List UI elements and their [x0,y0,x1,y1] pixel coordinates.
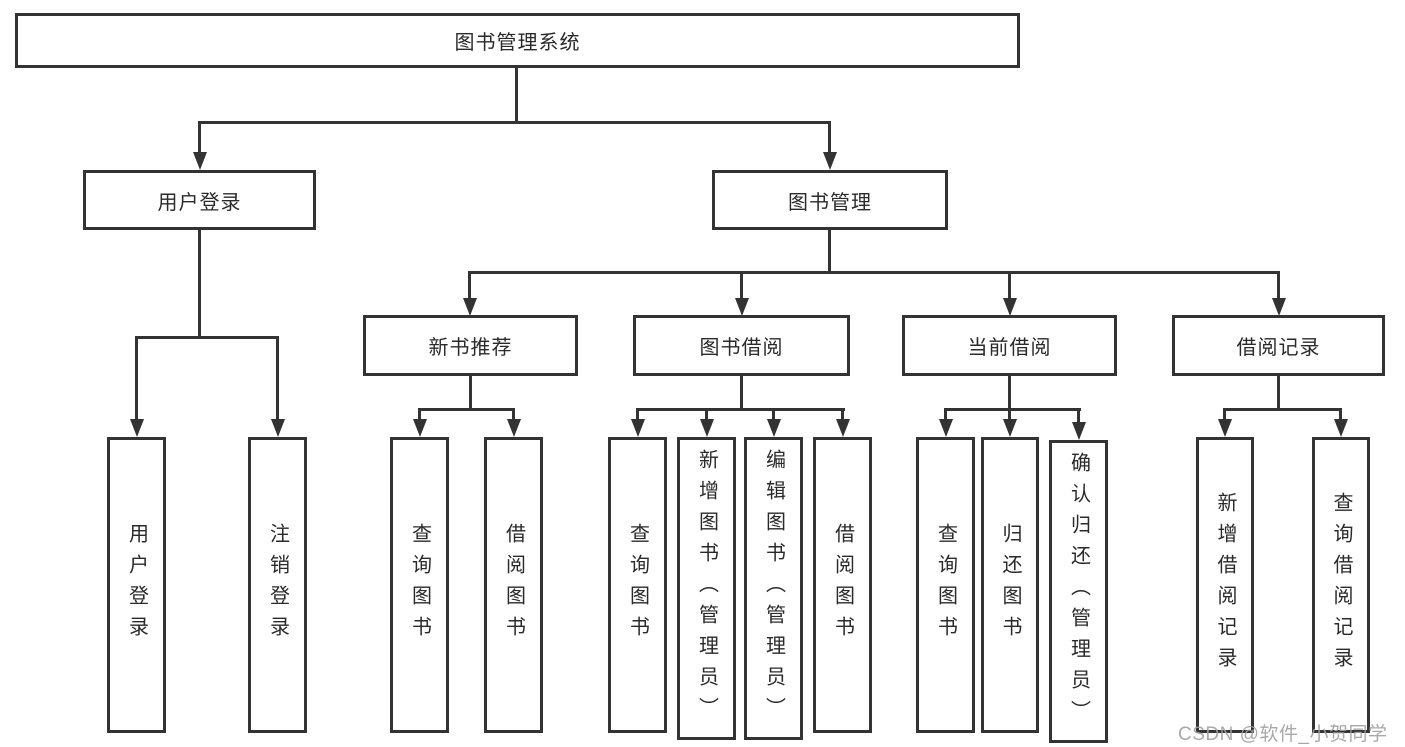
connector-user-login-stem [198,230,201,336]
node-new-book-rec: 新书推荐 [363,315,578,376]
arrow-down-icon [1272,298,1286,316]
connector-drop-leaf [1339,408,1342,421]
arrow-down-icon [939,419,953,437]
arrow-down-icon [1218,419,1232,437]
connector-borrow-records-rail [1223,408,1342,411]
leaf-edit-book-admin: 编辑图书（管理员） [744,437,803,740]
leaf-user-login: 用户登录 [107,437,166,733]
leaf-query-book-current: 查询图书 [916,437,975,733]
arrow-down-icon [507,419,521,437]
csdn-watermark: CSDN @软件_小贺同学 [1178,724,1388,745]
leaf-query-book-rec-label: 查询图书 [408,523,431,647]
node-user-login-label: 用户登录 [157,191,242,214]
connector-drop-user-login [198,121,201,154]
arrow-down-icon [767,419,781,437]
leaf-borrow-book: 借阅图书 [813,437,872,733]
arrow-down-icon [1072,422,1086,440]
arrow-down-icon [836,419,850,437]
node-root: 图书管理系统 [15,13,1020,68]
leaf-query-book-current-label: 查询图书 [934,523,957,647]
leaf-borrow-book-rec-label: 借阅图书 [502,523,525,647]
connector-new-book-rec-stem [469,376,472,409]
connector-drop-leaf [1008,408,1011,421]
leaf-add-borrow-record-label: 新增借阅记录 [1214,492,1236,678]
leaf-query-book-borrow-label: 查询图书 [626,523,649,647]
leaf-query-book-borrow: 查询图书 [608,437,667,733]
leaf-borrow-book-rec: 借阅图书 [484,437,543,733]
connector-drop-leaf [135,336,138,420]
arrow-down-icon [413,419,427,437]
connector-new-book-rec-rail [418,408,515,411]
node-new-book-rec-label: 新书推荐 [428,337,513,359]
connector-drop-book-borrow [740,271,743,299]
leaf-add-borrow-record: 新增借阅记录 [1196,437,1254,733]
connector-drop-leaf [841,408,844,421]
leaf-query-borrow-record-label: 查询借阅记录 [1330,492,1352,678]
connector-drop-leaf [276,336,279,420]
arrow-down-icon [1334,419,1348,437]
connector-drop-current-borrow [1008,271,1011,299]
node-book-borrow-label: 图书借阅 [699,337,784,359]
leaf-borrow-book-label: 借阅图书 [831,523,854,647]
arrow-down-icon [631,419,645,437]
connector-drop-leaf [944,408,947,421]
leaf-logout: 注销登录 [248,437,307,733]
node-borrow-records-label: 借阅记录 [1236,337,1321,359]
connector-drop-new-book-rec [468,271,471,299]
connector-book-mgmt-stem [828,230,831,272]
connector-drop-leaf [705,408,708,421]
node-root-label: 图书管理系统 [454,32,581,54]
connector-user-login-rail [135,336,279,339]
connector-drop-leaf [636,408,639,421]
node-current-borrow-label: 当前借阅 [967,337,1052,359]
connector-drop-leaf [418,408,421,421]
leaf-confirm-return-admin-label: 确认归还（管理员） [1067,452,1090,731]
node-book-mgmt-label: 图书管理 [788,191,872,214]
connector-drop-book-mgmt [828,121,831,154]
connector-drop-leaf [1223,408,1226,421]
connector-drop-leaf [512,408,515,421]
connector-book-borrow-stem [740,376,743,409]
connector-current-borrow-stem [1008,376,1011,409]
node-book-mgmt: 图书管理 [712,170,948,230]
leaf-confirm-return-admin: 确认归还（管理员） [1049,440,1108,743]
connector-book-borrow-rail [636,408,845,411]
node-borrow-records: 借阅记录 [1172,315,1385,376]
arrow-down-icon [130,419,144,437]
connector-level2-rail [198,121,831,124]
leaf-user-login-label: 用户登录 [125,523,148,647]
connector-drop-borrow-records [1277,271,1280,299]
leaf-query-borrow-record: 查询借阅记录 [1312,437,1370,733]
leaf-return-book-label: 归还图书 [999,523,1021,647]
arrow-down-icon [271,419,285,437]
arrow-down-icon [735,298,749,316]
leaf-add-book-admin-label: 新增图书（管理员） [695,449,718,728]
node-current-borrow: 当前借阅 [902,315,1117,376]
connector-borrow-records-stem [1277,376,1280,409]
connector-drop-leaf [1077,408,1080,424]
arrow-down-icon [823,152,837,170]
leaf-add-book-admin: 新增图书（管理员） [677,437,736,740]
connector-root-stem [515,68,518,121]
leaf-edit-book-admin-label: 编辑图书（管理员） [762,449,785,728]
leaf-query-book-rec: 查询图书 [390,437,449,733]
arrow-down-icon [193,152,207,170]
connector-current-borrow-rail [944,408,1081,411]
node-user-login: 用户登录 [83,170,316,230]
arrow-down-icon [1003,298,1017,316]
arrow-down-icon [700,419,714,437]
arrow-down-icon [1003,419,1017,437]
connector-drop-leaf [772,408,775,421]
leaf-return-book: 归还图书 [981,437,1039,733]
connector-level3-rail [468,271,1280,274]
leaf-logout-label: 注销登录 [266,523,289,647]
arrow-down-icon [463,298,477,316]
node-book-borrow: 图书借阅 [633,315,850,376]
